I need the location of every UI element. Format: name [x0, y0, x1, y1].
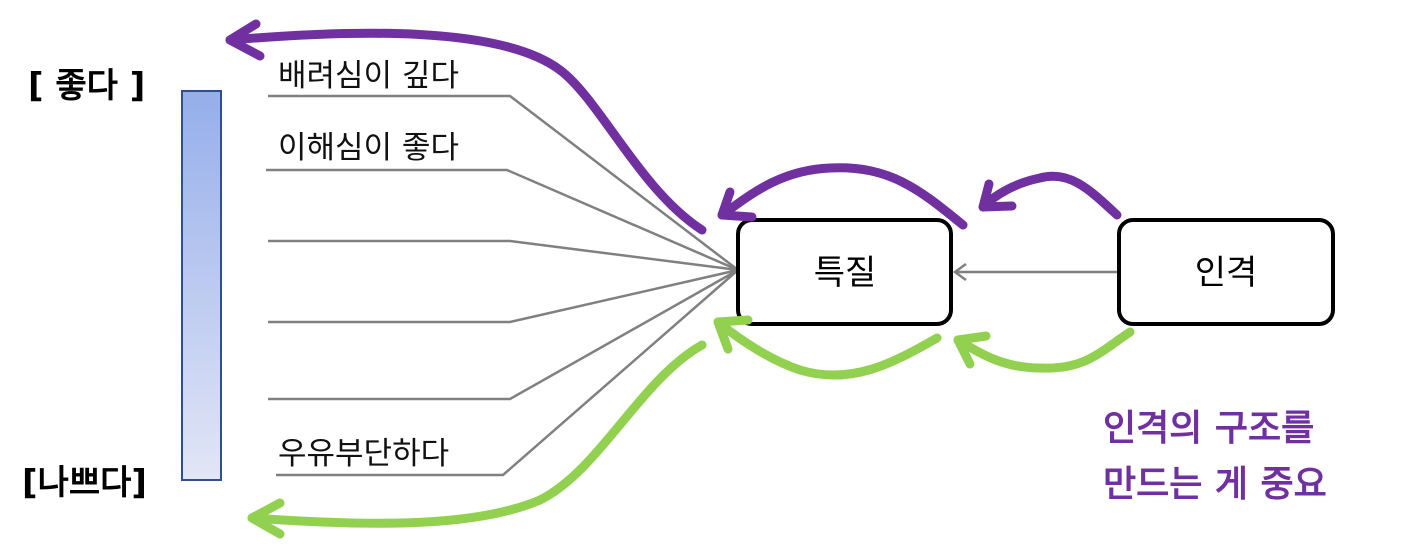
connector-line	[268, 239, 739, 272]
trait-label: 배려심이 깊다	[278, 58, 459, 94]
purple-arrow-medium	[717, 163, 968, 230]
good-bad-scale-bar	[181, 90, 222, 481]
connector-line	[268, 268, 739, 401]
green-arrow-medium	[713, 315, 942, 380]
connector-line	[276, 269, 739, 477]
scale-top-label: [ 좋다 ]	[28, 66, 145, 106]
connector-line	[268, 268, 739, 324]
gray-arrow	[952, 262, 1117, 282]
trait-label: 우유부단하다	[278, 436, 449, 472]
purple-arrow-small	[978, 171, 1122, 220]
note-line-1: 인격의 구조를	[1103, 408, 1314, 449]
note-line-2: 만드는 게 중요	[1103, 464, 1327, 505]
connector-line	[268, 94, 739, 271]
trait-box	[736, 218, 953, 326]
green-arrow-small	[953, 327, 1135, 373]
connector-line	[266, 168, 739, 272]
personality-box-label: 인격	[1195, 253, 1258, 293]
personality-box	[1117, 218, 1335, 326]
trait-connectors	[266, 94, 739, 477]
trait-label: 이해심이 좋다	[278, 130, 459, 166]
scale-bottom-label: [나쁘다]	[22, 463, 147, 503]
purple-arrow-large	[225, 19, 707, 235]
trait-box-label: 특질	[814, 253, 877, 293]
green-arrow-large	[247, 340, 707, 539]
